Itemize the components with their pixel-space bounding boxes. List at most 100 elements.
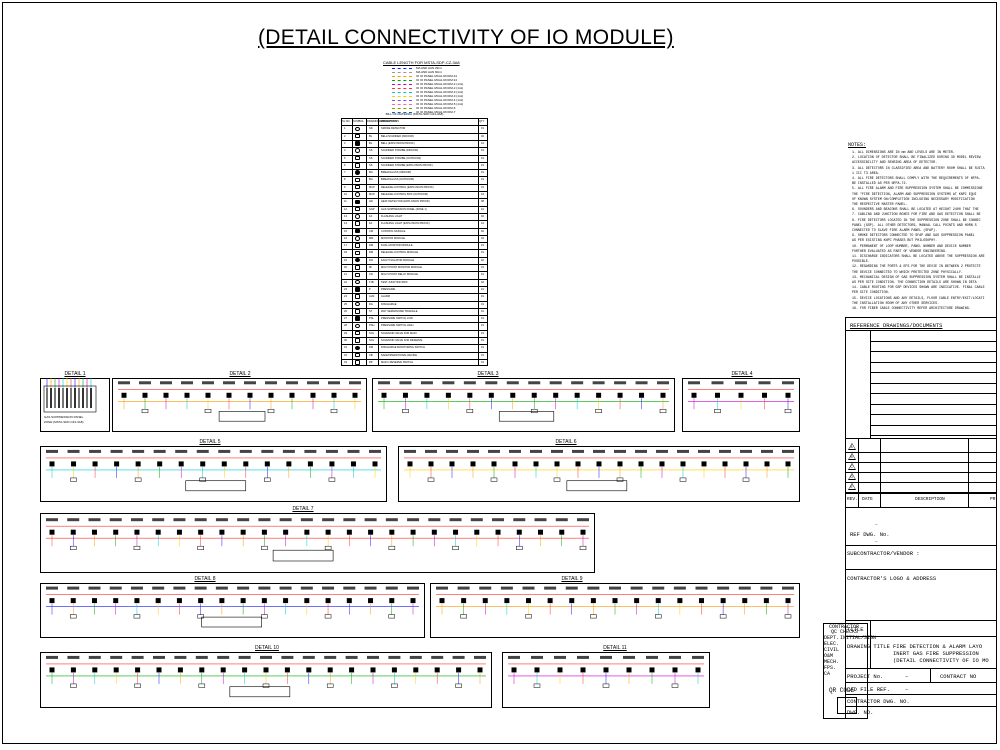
io-module: [407, 461, 413, 467]
device-tag: [554, 655, 566, 659]
io-module: [603, 667, 609, 673]
bom-row-rule: [341, 278, 488, 280]
detail-schematic: [46, 449, 381, 492]
field-device-icon: [70, 477, 77, 482]
io-module: [553, 392, 559, 398]
bom-cell: 3: [344, 141, 346, 145]
io-module: [49, 667, 55, 673]
bom-cell: 15: [344, 229, 347, 233]
io-module: [649, 667, 655, 673]
bom-cell: 01: [481, 127, 484, 131]
device-tag: [652, 586, 665, 590]
detail-schematic: [43, 378, 97, 413]
page-title: (DETAIL CONNECTIVITY OF IO MODULE): [258, 26, 674, 49]
io-module: [655, 598, 661, 604]
revision-col-rule: [858, 438, 859, 507]
device-tag: [428, 518, 441, 522]
note-line: POSSIBLE.: [852, 259, 870, 264]
io-module: [219, 529, 225, 535]
io-module: [368, 529, 374, 535]
legend-line-swatch: [392, 104, 412, 105]
io-module: [569, 598, 575, 604]
qc-om: O&M: [824, 653, 834, 659]
bom-cell: RELEASE CONTROL BOX (OUTDOOR): [381, 193, 429, 196]
io-module: [352, 392, 358, 398]
bom-symbol-icon: [355, 294, 360, 299]
device-tag: [88, 518, 101, 522]
io-module: [289, 392, 295, 398]
io-module: [596, 461, 602, 467]
field-device-icon: [391, 683, 398, 688]
io-module: [114, 461, 120, 467]
detail-panel: [398, 446, 800, 502]
io-module: [325, 529, 331, 535]
field-device-icon: [714, 409, 721, 414]
ref-row-rule: [870, 382, 997, 384]
bom-row-rule: [341, 344, 488, 346]
bom-cell: FLASHING LIGHT: [381, 214, 403, 218]
legend-label: IO IO PANEL MCAL ROOM-3 (1mt): [416, 90, 464, 94]
bom-cell: PRESSURE SWITCH HIGH: [381, 324, 414, 328]
legend-row: IO IO PANEL MCAL ROOM-7: [392, 110, 455, 115]
bom-row-rule: [341, 293, 488, 295]
detail-panel: [40, 446, 387, 502]
device-tag: [46, 586, 58, 590]
bom-cell: RELEASE CONTROL MODULE: [381, 251, 419, 255]
field-device-icon: [742, 477, 750, 482]
io-module: [346, 598, 352, 604]
device-tag: [544, 586, 557, 590]
io-module: [596, 392, 602, 398]
io-module: [659, 461, 665, 467]
bom-cell: 01: [481, 360, 484, 364]
revision-row-rule: [845, 462, 997, 463]
device-tag: [404, 449, 416, 453]
field-device-icon: [655, 614, 662, 619]
bom-row-rule: [341, 315, 488, 317]
device-tag: [218, 449, 231, 453]
bom-cell: 01: [481, 353, 484, 357]
revision-row-rule: [845, 452, 997, 453]
detail-label: DETAIL 5: [199, 439, 221, 445]
bom-cell: 31: [344, 346, 347, 350]
field-device-icon: [490, 477, 498, 482]
qc-fps: FPS.: [824, 665, 837, 671]
bom-symbol-icon: [355, 323, 360, 329]
legend-row: MA AND AAN 60mt: [392, 70, 452, 75]
bom-cell: 32: [344, 353, 347, 357]
io-module: [178, 461, 184, 467]
legend-line-swatch: [392, 72, 412, 73]
bom-symbol-icon: [355, 155, 360, 161]
device-tag: [237, 518, 250, 522]
bom-cell: BG: [369, 178, 373, 182]
io-module: [439, 598, 445, 604]
bom-row-rule: [341, 183, 488, 185]
bom-cell: MM: [369, 236, 374, 240]
bom-cell: 22: [344, 280, 347, 284]
device-tag: [522, 586, 535, 590]
note-line: THE "FIRE DETECTION, ALARM AND SUPPRESSI…: [852, 191, 977, 196]
io-module: [617, 461, 623, 467]
device-tag: [609, 586, 621, 590]
detail-panel: [40, 513, 595, 573]
io-module: [557, 667, 563, 673]
device-tag: [175, 449, 188, 453]
bom-cell: 01: [481, 207, 484, 211]
io-module: [155, 598, 161, 604]
bom-symbol-icon: [355, 301, 360, 307]
bom-cell: PSH: [369, 324, 375, 328]
field-device-icon: [69, 545, 77, 550]
bom-cell: 01: [481, 222, 484, 226]
device-tag: [425, 449, 437, 453]
io-module: [135, 461, 141, 467]
bom-cell: MULTI POINT MONITOR MODULE: [381, 266, 422, 269]
bom-row-rule: [341, 322, 488, 324]
bom-cell: SAFE/OPERATIONAL DEVICE: [381, 353, 418, 357]
io-module: [198, 529, 204, 535]
io-module: [512, 461, 518, 467]
bom-cell: 21: [344, 273, 347, 277]
bom-cell: MI: [369, 266, 372, 269]
revision-letter: B: [850, 455, 853, 460]
device-tag: [470, 518, 483, 522]
bom-cell: DISCHARGE: [381, 302, 397, 306]
bom-row-rule: [341, 227, 488, 229]
